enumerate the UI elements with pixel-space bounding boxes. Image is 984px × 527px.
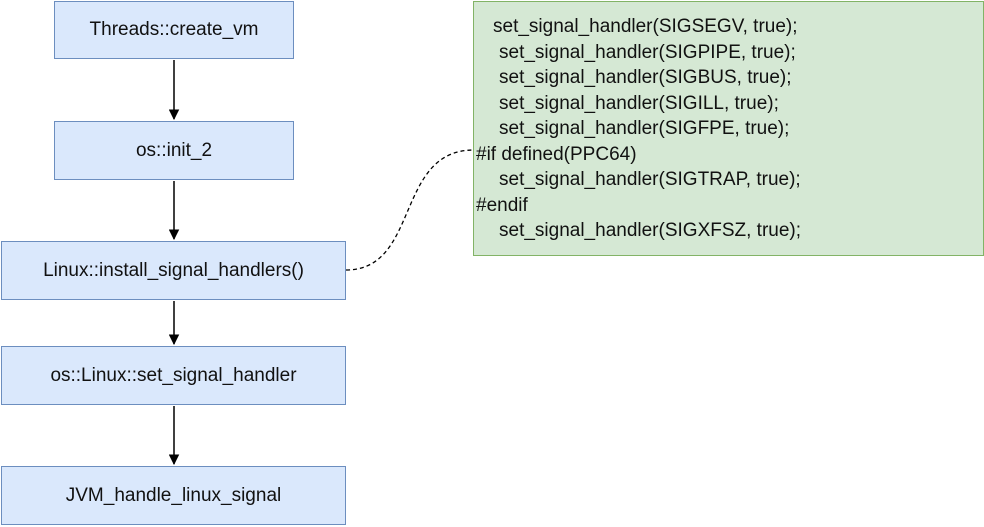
- code-line-sigfpe: set_signal_handler(SIGFPE, true);: [499, 118, 790, 139]
- signal-handler-code-box[interactable]: set_signal_handler(SIGSEGV, true); set_s…: [473, 1, 984, 256]
- code-line-sigxfsz: set_signal_handler(SIGXFSZ, true);: [499, 220, 802, 241]
- node-jvm-handle-linux-signal[interactable]: JVM_handle_linux_signal: [1, 466, 346, 525]
- node-label: Threads::create_vm: [89, 19, 259, 40]
- node-os-linux-set-signal-handler[interactable]: os::Linux::set_signal_handler: [1, 346, 346, 405]
- node-label: Linux::install_signal_handlers(): [43, 259, 304, 281]
- code-line-sigtrap: set_signal_handler(SIGTRAP, true);: [499, 169, 801, 190]
- node-label: JVM_handle_linux_signal: [65, 484, 282, 506]
- code-line-sigpipe: set_signal_handler(SIGPIPE, true);: [499, 41, 796, 63]
- dashed-connector-install-to-code: [345, 149, 475, 271]
- node-label: os::init_2: [135, 139, 213, 161]
- code-line-endif: #endif: [476, 194, 528, 216]
- node-label: os::Linux::set_signal_handler: [50, 364, 297, 386]
- node-os-init-2[interactable]: os::init_2: [54, 121, 294, 180]
- code-line-sigbus: set_signal_handler(SIGBUS, true);: [499, 67, 792, 88]
- node-threads-create-vm[interactable]: Threads::create_vm: [54, 1, 294, 59]
- code-line-if-defined-ppc64: #if defined(PPC64): [476, 143, 637, 165]
- code-line-sigill: set_signal_handler(SIGILL, true);: [499, 92, 779, 114]
- node-linux-install-signal-handlers[interactable]: Linux::install_signal_handlers(): [1, 241, 346, 300]
- code-line-sigsegv: set_signal_handler(SIGSEGV, true);: [493, 16, 798, 37]
